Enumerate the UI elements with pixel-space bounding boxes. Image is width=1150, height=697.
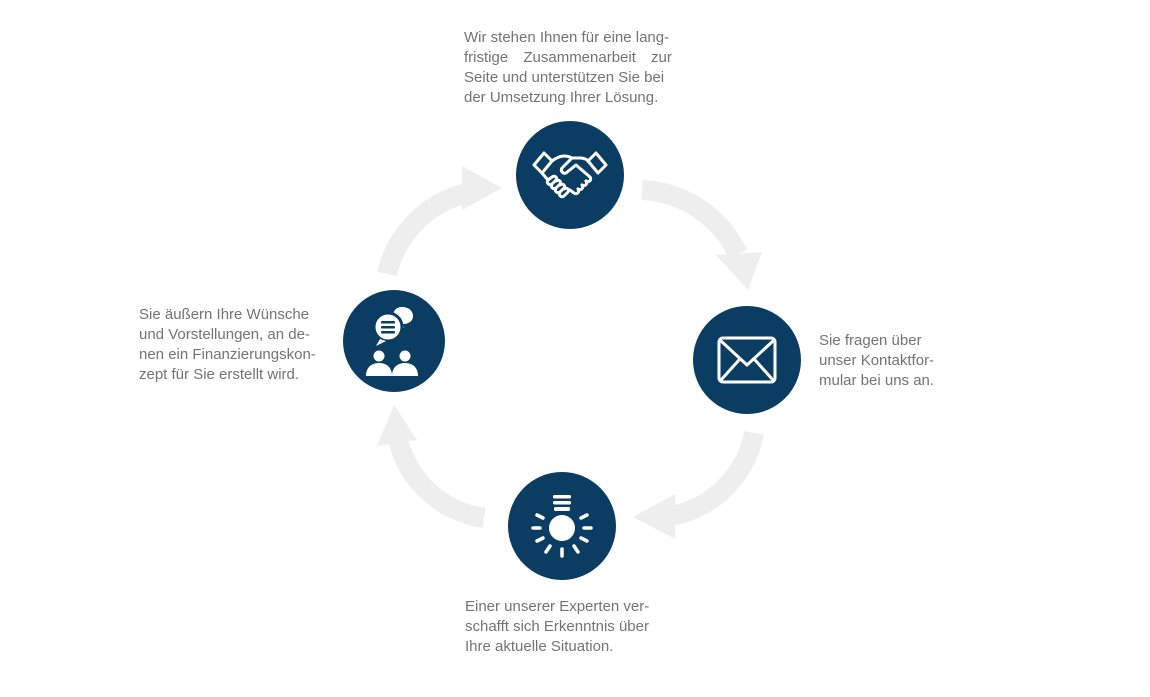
step-text-lightbulb: Einer unserer Experten ver- schafft sich… xyxy=(465,597,685,657)
arrow-consultation-to-handshake xyxy=(377,166,502,277)
step-text-consultation: Sie äußern Ihre Wünsche und Vorstellunge… xyxy=(139,305,339,385)
text-line: der Umsetzung Ihrer Lösung. xyxy=(464,89,659,106)
consultation-icon xyxy=(366,307,418,376)
text-line: Seite und unterstützen Sie bei xyxy=(464,69,665,86)
text-line: Wir stehen Ihnen für eine lang- xyxy=(464,29,670,46)
arrow-handshake-to-envelope xyxy=(641,180,762,290)
text-line: Sie fragen über xyxy=(819,332,922,349)
arrow-envelope-to-lightbulb xyxy=(633,430,764,539)
text-line: Ihre aktuelle Situation. xyxy=(465,638,614,655)
lightbulb-circle xyxy=(508,472,616,580)
text-line: unser Kontaktfor- xyxy=(819,352,935,369)
handshake-icon xyxy=(532,151,608,199)
envelope-circle xyxy=(693,306,801,414)
text-line: zept für Sie erstellt wird. xyxy=(139,366,300,383)
text-line: und Vorstellungen, an de- xyxy=(139,326,310,343)
text-line: mular bei uns an. xyxy=(819,372,935,389)
consultation-circle xyxy=(343,290,445,392)
step-text-handshake: Wir stehen Ihnen für eine lang- fristige… xyxy=(464,28,680,108)
arrow-lightbulb-to-consultation xyxy=(377,405,486,528)
handshake-circle xyxy=(516,121,624,229)
lightbulb-icon xyxy=(531,495,593,558)
text-line: nen ein Finanzierungskon- xyxy=(139,346,316,363)
text-line: fristige Zusammenarbeit zur xyxy=(464,49,672,66)
envelope-icon xyxy=(717,336,777,384)
text-line: Einer unserer Experten ver- xyxy=(465,598,650,615)
text-line: Sie äußern Ihre Wünsche xyxy=(139,306,310,323)
step-text-envelope: Sie fragen über unser Kontaktfor- mular … xyxy=(819,331,969,391)
text-line: schafft sich Erkenntnis über xyxy=(465,618,649,635)
